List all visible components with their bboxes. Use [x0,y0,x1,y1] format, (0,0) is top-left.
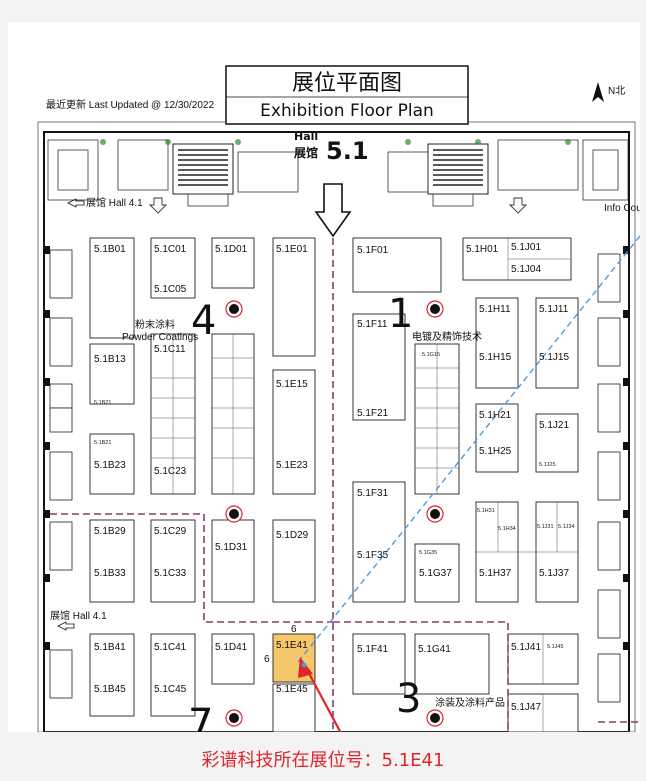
zone1-label: 电镀及精饰技术 [412,330,482,343]
booth-label: 5.1G15 [422,352,440,358]
wall-markers [44,246,629,650]
booth-label: 5.1J04 [511,264,541,275]
booth-label: 5.1B29 [94,526,126,537]
booth-label: 5.1B13 [94,354,126,365]
booth-label: 5.1F35 [357,550,389,561]
booth-label: 5.1C29 [154,526,187,537]
booth-label: 5.1H21 [479,410,512,421]
booth-label: 5.1C33 [154,568,187,579]
zone-number-7: 7 [188,701,213,732]
booth-label: 5.1F01 [357,245,389,256]
booth-label: 5.1F11 [357,319,388,330]
booth-label-highlight: 5.1E41 [276,640,308,651]
booth-label: 5.1F21 [357,408,389,419]
booth-label: 5.1E01 [276,244,308,255]
booth-label: 5.1J21 [539,420,569,431]
floor-plan-map: 展位平面图 Exhibition Floor Plan 最近更新 Last Up… [37,65,640,732]
booth-label: 5.1D29 [276,530,309,541]
booth-label: 5.1H01 [466,244,499,255]
booth-label: 5.1B21 [94,440,111,446]
booth-label: 5.1J11 [539,304,569,315]
pillar-icons [225,300,444,727]
hall41-top-arrow-icon [67,198,85,208]
booth-label: 5.1E15 [276,379,308,390]
booth-label: 5.1H31 [477,508,495,514]
zone-boundaries [50,238,640,732]
booth-label: 5.1J34 [558,524,575,530]
booth-label: 5.1E23 [276,460,308,471]
booth-label: 5.1C45 [154,684,187,695]
booth-label: 5.1H25 [479,446,512,457]
north-label: N北 [608,85,625,97]
booth-label: 5.1J25 [539,462,556,468]
booth-label: 5.1J41 [511,642,541,653]
hall41-bottom-arrow-icon [57,621,75,631]
booth-grid [89,237,579,732]
booth-labels: 5.1B01 5.1C01 5.1C05 5.1D01 5.1E01 5.1F0… [94,242,575,713]
booth-label: 5.1C41 [154,642,187,653]
last-updated: 最近更新 Last Updated @ 12/30/2022 [46,98,214,111]
booth-label: 5.1B33 [94,568,126,579]
zone-number-1: 1 [388,291,413,337]
zone3-label: 涂装及涂料产品 [435,696,505,709]
booth-label: 5.1G41 [418,644,451,655]
title-en: Exhibition Floor Plan [260,101,434,121]
floor-plan-sheet: 展位平面图 Exhibition Floor Plan 最近更新 Last Up… [8,22,640,732]
booth-label: 5.1C05 [154,284,187,295]
booth-label: 5.1H15 [479,352,512,363]
booth-label: 5.1H11 [479,304,511,315]
booth-label: 5.1J37 [539,568,569,579]
entrance-arrow-icon [314,183,352,238]
booth-label: 5.1E45 [276,684,308,695]
info-counter-label: Info Counter [604,203,640,214]
pointer-arrow-icon [298,657,342,732]
left-wall-booths [49,249,621,703]
zone-number-3: 3 [396,676,421,722]
booth-label: 5.1H34 [498,526,516,532]
booth-label: 5.1F41 [357,644,389,655]
hall41-bottom-label: 展馆 Hall 4.1 [50,609,107,622]
booth-label: 5.1B45 [94,684,126,695]
hall-cn: 展馆 [294,145,318,160]
title-box [225,65,469,125]
zone-number-4: 4 [191,298,216,344]
dim-left: 6 [264,654,270,665]
booth-label: 5.1B23 [94,460,126,471]
hall-number: 5.1 [326,137,369,165]
booth-sub-grid [151,238,578,732]
zone4-label-cn: 粉末涂料 [135,318,175,331]
booth-label: 5.1C23 [154,466,187,477]
booth-label: 5.1C01 [154,244,187,255]
north-arrow-icon [592,82,604,102]
booth-label: 5.1F31 [357,488,389,499]
booth-label: 5.1B41 [94,642,126,653]
booth-label: 5.1B01 [94,244,126,255]
blue-sightline [297,235,640,663]
escalator-left [172,143,234,195]
side-arrow-icons [148,197,528,214]
zone4-label-en: Powder Coatings [122,332,198,343]
booth-label: 5.1G35 [419,550,437,556]
booth-label: 5.1D41 [215,642,248,653]
booth-label: 5.1J45 [547,644,564,650]
booth-label: 5.1G37 [419,568,452,579]
booth-label: 5.1J01 [511,242,541,253]
hall41-top-label: 展馆 Hall 4.1 [86,196,143,209]
booth-label: 5.1B21 [94,400,111,406]
booth-label: 5.1H37 [479,568,512,579]
escalator-right [427,143,489,195]
booth-label: 5.1J31 [537,524,554,530]
hall-en: Hall [294,130,318,143]
booth-label: 5.1D01 [215,244,248,255]
target-marker [301,662,307,668]
dim-top: 6 [291,624,297,635]
booth-label: 5.1J15 [539,352,569,363]
booth-label: 5.1C11 [154,344,186,355]
booth-caption: 彩谱科技所在展位号：5.1E41 [0,736,646,781]
booth-label: 5.1D31 [215,542,248,553]
title-cn: 展位平面图 [292,71,402,96]
booth-label: 5.1J47 [511,702,541,713]
